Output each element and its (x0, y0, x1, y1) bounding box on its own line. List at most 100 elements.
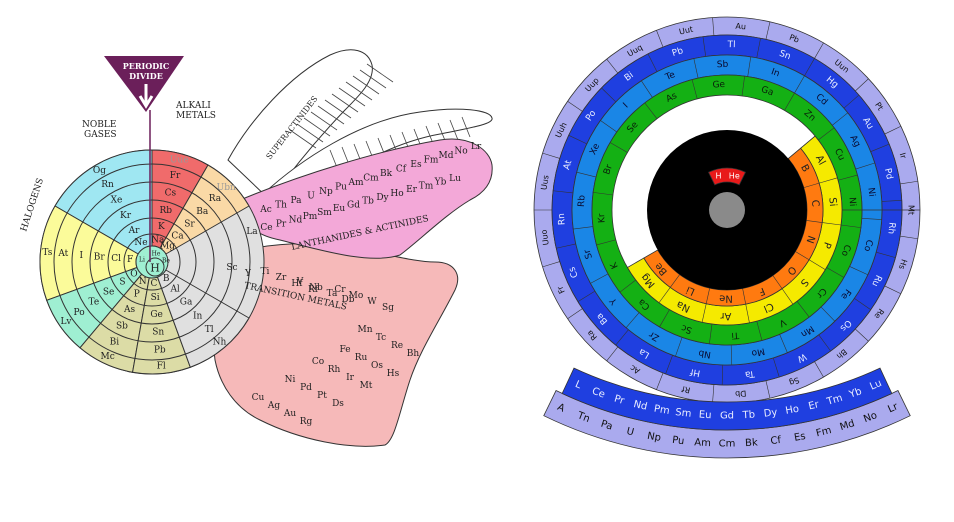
element-Pb: Pb (788, 33, 801, 45)
element-Rf: Rf (681, 384, 691, 395)
element-Ho: Ho (390, 189, 403, 199)
element-As: As (665, 91, 679, 105)
element-C: C (809, 199, 821, 207)
cell-divider (831, 112, 848, 126)
cell-divider (606, 346, 619, 362)
element-As: As (123, 305, 135, 315)
element-Ho: Ho (785, 404, 800, 417)
element-Er: Er (406, 185, 418, 195)
cell-divider (784, 92, 795, 111)
cell-divider (656, 30, 664, 48)
cell-divider (567, 308, 583, 319)
cell-divider (884, 285, 902, 295)
element-Ti: Ti (261, 267, 270, 277)
label-divide: DIVIDE (129, 71, 163, 81)
spiral-periodic-table: NaKRbCsFrUueMgCaSrBaRaUbnNeArKrXeRnOgFCl… (19, 49, 493, 447)
element-Np: Np (646, 431, 662, 444)
cell-divider (542, 261, 560, 268)
element-Pm: Pm (653, 404, 670, 418)
lanthanides-actinides-region (239, 138, 493, 259)
cell-divider (741, 76, 745, 97)
element-Pd: Pd (300, 383, 312, 393)
element-Bk: Bk (745, 437, 759, 449)
cell-divider (900, 180, 918, 185)
cell-divider (606, 58, 619, 74)
element-Na: Na (151, 236, 165, 246)
element-Ta: Ta (327, 289, 338, 299)
spiral-ring-line (53, 163, 251, 361)
element-Hs: Hs (897, 258, 909, 270)
nucleus-icon (709, 192, 745, 228)
element-Ne: Ne (134, 238, 147, 248)
element-Kr: Kr (597, 213, 608, 224)
cell-divider (822, 222, 842, 226)
element-Li: Li (139, 257, 145, 264)
cell-divider (742, 288, 747, 305)
cell-divider (808, 259, 826, 270)
element-Y: Y (244, 269, 252, 279)
element-Sm: Sm (317, 208, 332, 218)
element-Np: Np (319, 187, 333, 197)
element-Fm: Fm (424, 156, 439, 166)
cell-divider (756, 321, 763, 341)
element-H: H (716, 172, 722, 181)
element-Nd: Nd (289, 216, 303, 226)
cell-divider (765, 21, 771, 40)
element-Ir: Ir (346, 373, 355, 383)
element-P: P (820, 240, 832, 249)
cell-divider (712, 17, 715, 36)
element-Ir: Ir (898, 152, 908, 161)
concentric-element-rings: UunPtIrMtHsReBhSgDbRfAcRaFrUuoUusUuhUupU… (533, 16, 921, 404)
element-I: I (79, 251, 83, 261)
element-He: He (729, 171, 740, 180)
element-W: W (367, 297, 377, 307)
element-Bk: Bk (380, 169, 393, 179)
element-Rn: Rn (101, 180, 114, 190)
element-Db: Db (735, 389, 747, 399)
element-Tn: Tn (575, 410, 591, 425)
hatch-line (324, 99, 352, 119)
element-Uus: Uus (539, 174, 550, 190)
element-Sn: Sn (152, 328, 164, 338)
element-Dy: Dy (763, 407, 778, 420)
cell-divider (596, 239, 616, 246)
cell-divider (609, 142, 628, 153)
element-V: V (296, 277, 304, 287)
cell-divider (658, 287, 671, 303)
cell-divider (600, 120, 617, 133)
cell-divider (855, 328, 869, 342)
element-Mo: Mo (349, 291, 364, 301)
element-Te: Te (663, 70, 677, 83)
cell-divider (794, 75, 805, 94)
cell-divider (577, 290, 596, 302)
element-Rg: Rg (300, 417, 313, 427)
element-Cm: Cm (719, 439, 736, 450)
cell-divider (804, 58, 815, 76)
element-Cu: Cu (252, 393, 265, 403)
element-Au: Au (735, 22, 746, 32)
cell-divider (788, 148, 801, 159)
cell-divider (641, 80, 653, 98)
cell-divider (796, 301, 810, 318)
element-Co: Co (312, 357, 324, 367)
element-Yb: Yb (847, 386, 863, 401)
element-Mg: Mg (160, 241, 175, 251)
element-Fr: Fr (170, 171, 181, 181)
element-Xe: Xe (588, 142, 602, 157)
cell-divider (838, 174, 858, 181)
red-ring (708, 167, 746, 186)
element-Se: Se (103, 287, 115, 297)
cell-divider (656, 372, 664, 390)
cell-divider (881, 200, 902, 202)
element-Md: Md (839, 418, 857, 433)
cell-divider (691, 79, 698, 99)
element-Al: Al (169, 285, 179, 295)
cell-divider (820, 306, 836, 322)
element-Ga: Ga (760, 85, 775, 98)
element-Lr: Lr (471, 142, 482, 152)
element-Po: Po (74, 308, 85, 318)
cell-divider (647, 53, 658, 72)
element-Nh: Nh (213, 337, 227, 347)
cell-divider (826, 267, 845, 278)
element-Zr: Zr (276, 273, 287, 283)
